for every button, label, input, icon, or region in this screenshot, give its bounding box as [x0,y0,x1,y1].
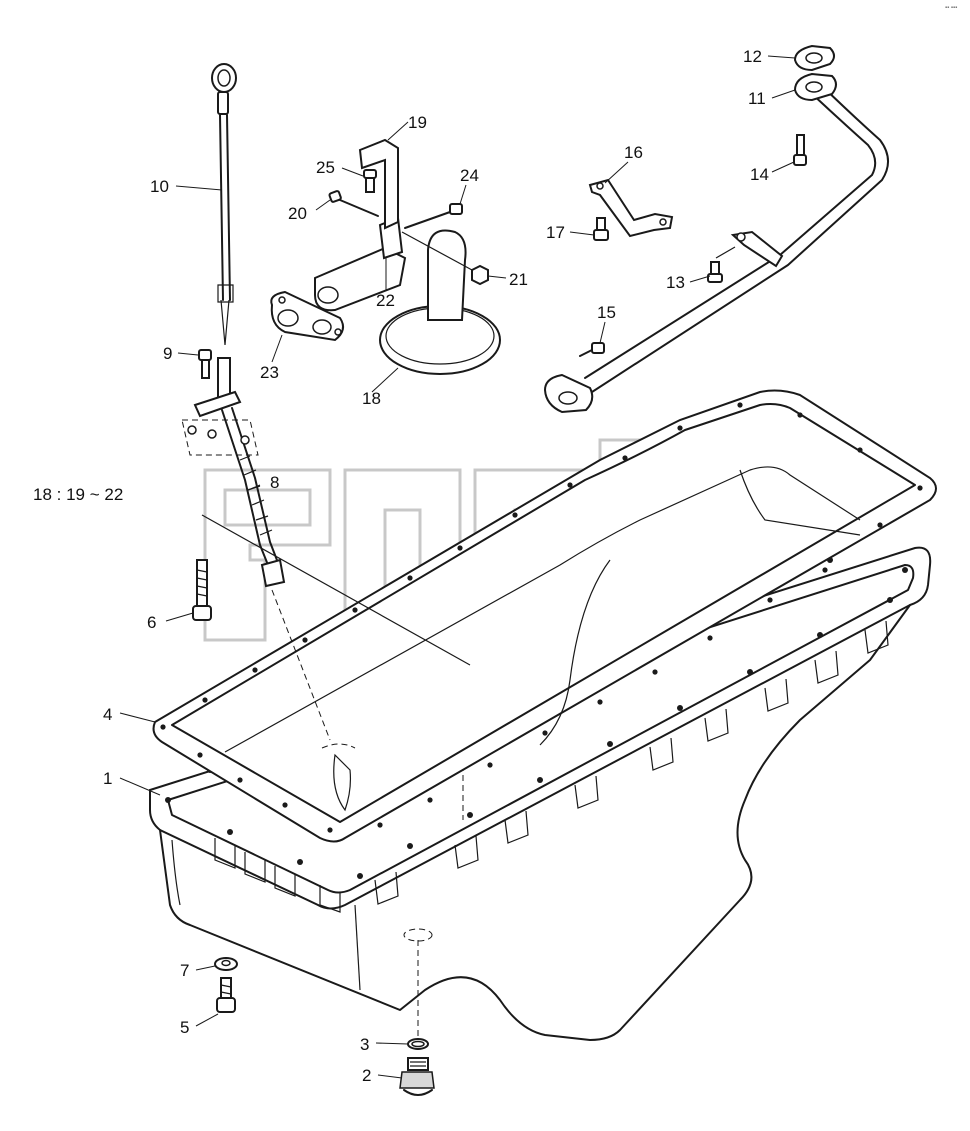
callout-4: 4 [103,705,112,724]
bolt-5 [216,977,236,1013]
callout-labels: 1 2 3 4 5 6 7 8 9 10 11 12 13 14 15 16 1… [33,47,769,1085]
callout-9: 9 [163,344,172,363]
callout-2: 2 [362,1066,371,1085]
stud-6 [192,514,471,666]
callout-14: 14 [750,165,769,184]
callout-20: 20 [288,204,307,223]
callout-21: 21 [509,270,528,289]
drain-plug-2 [399,1057,435,1096]
corner-mark: ▪▪ ▪▪▪ [945,5,957,11]
assembly-note: 18 : 19 ~ 22 [33,485,123,504]
callout-15: 15 [597,303,616,322]
callout-12: 12 [743,47,762,66]
oil-pipe [543,44,889,414]
callout-19: 19 [408,113,427,132]
callout-7: 7 [180,961,189,980]
callout-5: 5 [180,1018,189,1037]
callout-24: 24 [460,166,479,185]
callout-18: 18 [362,389,381,408]
gasket [152,389,937,843]
oil-pan-inner [224,466,861,812]
callout-17: 17 [546,223,565,242]
dipstick [211,63,237,346]
bolt-9 [198,349,212,379]
leader-lines [119,55,796,1079]
oil-strainer [270,138,501,375]
callout-10: 10 [150,177,169,196]
o-ring-3 [407,1038,429,1050]
callout-16: 16 [624,143,643,162]
callout-23: 23 [260,363,279,382]
callout-8: 8 [270,473,279,492]
callout-6: 6 [147,613,156,632]
callout-13: 13 [666,273,685,292]
dipstick-tube [181,357,331,741]
washer-7 [214,957,238,971]
callout-3: 3 [360,1035,369,1054]
callout-25: 25 [316,158,335,177]
callout-11: 11 [748,89,766,108]
callout-1: 1 [103,769,112,788]
callout-22: 22 [376,291,395,310]
